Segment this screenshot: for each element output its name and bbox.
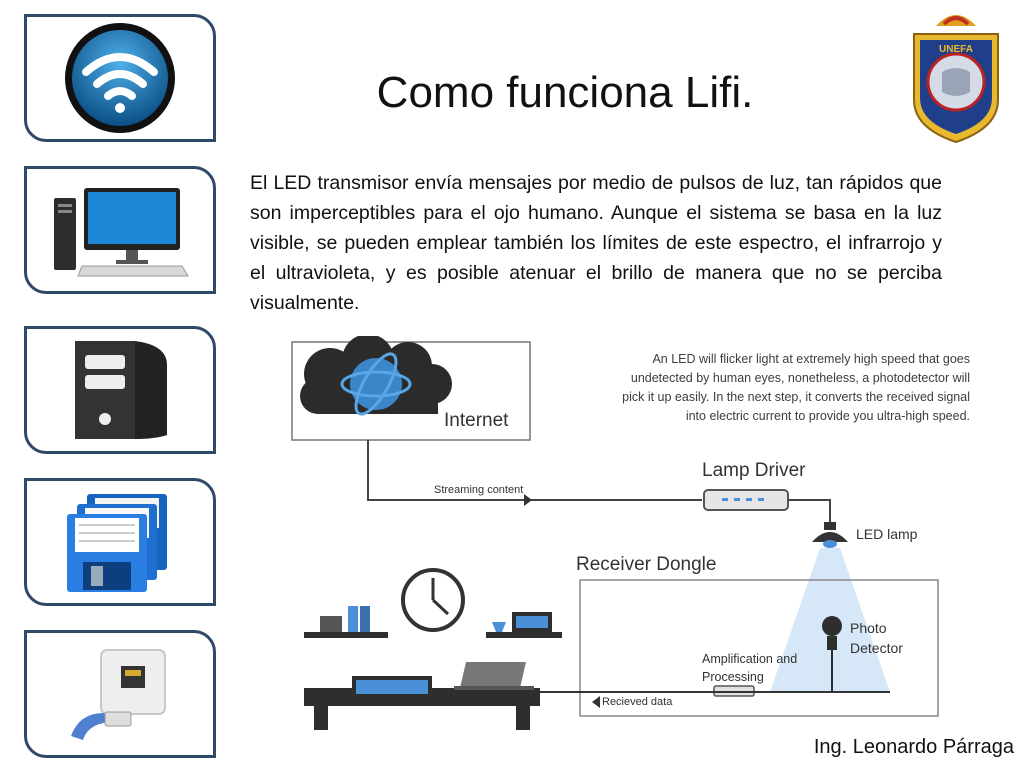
led-lamp-icon — [812, 522, 848, 548]
diagram-caption: An LED will flicker light at extremely h… — [330, 350, 970, 426]
amplification-label: Amplification and Processing — [702, 650, 797, 686]
streaming-label: Streaming content — [434, 484, 524, 496]
globe-icon — [340, 352, 412, 416]
crest-wordmark: UNEFA — [939, 44, 973, 55]
received-data-label: Recieved data — [602, 696, 673, 708]
room-furniture — [304, 606, 562, 730]
caption-line: An LED will flicker light at extremely h… — [652, 352, 970, 366]
author-name: Ing. Leonardo Párraga — [813, 736, 1014, 758]
floppy-tile[interactable] — [24, 478, 216, 606]
slide-paragraph: El LED transmisor envía mensajes por med… — [250, 172, 942, 314]
server-tile[interactable] — [24, 326, 216, 454]
amplification-line: Processing — [702, 670, 764, 684]
receiver-dongle-label: Receiver Dongle — [576, 554, 717, 575]
lamp-driver-label: Lamp Driver — [702, 460, 806, 481]
desktop-tile[interactable] — [24, 166, 216, 294]
photo-detector-line: Detector — [850, 640, 903, 656]
caption-line: into electric current to provide you ult… — [685, 409, 970, 423]
desktop-computer-icon — [54, 188, 189, 277]
wifi-tile[interactable] — [24, 14, 216, 142]
unefa-crest-logo: UNEFA — [913, 15, 999, 144]
slide-title: Como funciona Lifi. — [376, 68, 754, 117]
wall-clock-icon — [401, 568, 465, 632]
lifi-diagram — [291, 336, 939, 730]
wifi-icon — [65, 23, 175, 133]
led-lamp-label: LED lamp — [856, 526, 918, 542]
photo-detector-label: Photo Detector — [850, 618, 903, 658]
receiver-box — [579, 579, 939, 717]
photo-detector-icon — [822, 616, 842, 692]
caption-line: pick it up easily. In the next step, it … — [622, 390, 970, 404]
computer-tower-icon — [75, 341, 167, 439]
caption-line: undetected by human eyes, nonetheless, a… — [630, 371, 970, 385]
amplification-line: Amplification and — [702, 652, 798, 666]
floppy-disks-icon — [67, 494, 167, 592]
ethernet-port-icon — [71, 649, 166, 740]
photo-detector-line: Photo — [850, 620, 887, 636]
lamp-driver-device — [703, 489, 789, 511]
ethernet-tile[interactable] — [24, 630, 216, 758]
internet-label: Internet — [444, 410, 509, 431]
